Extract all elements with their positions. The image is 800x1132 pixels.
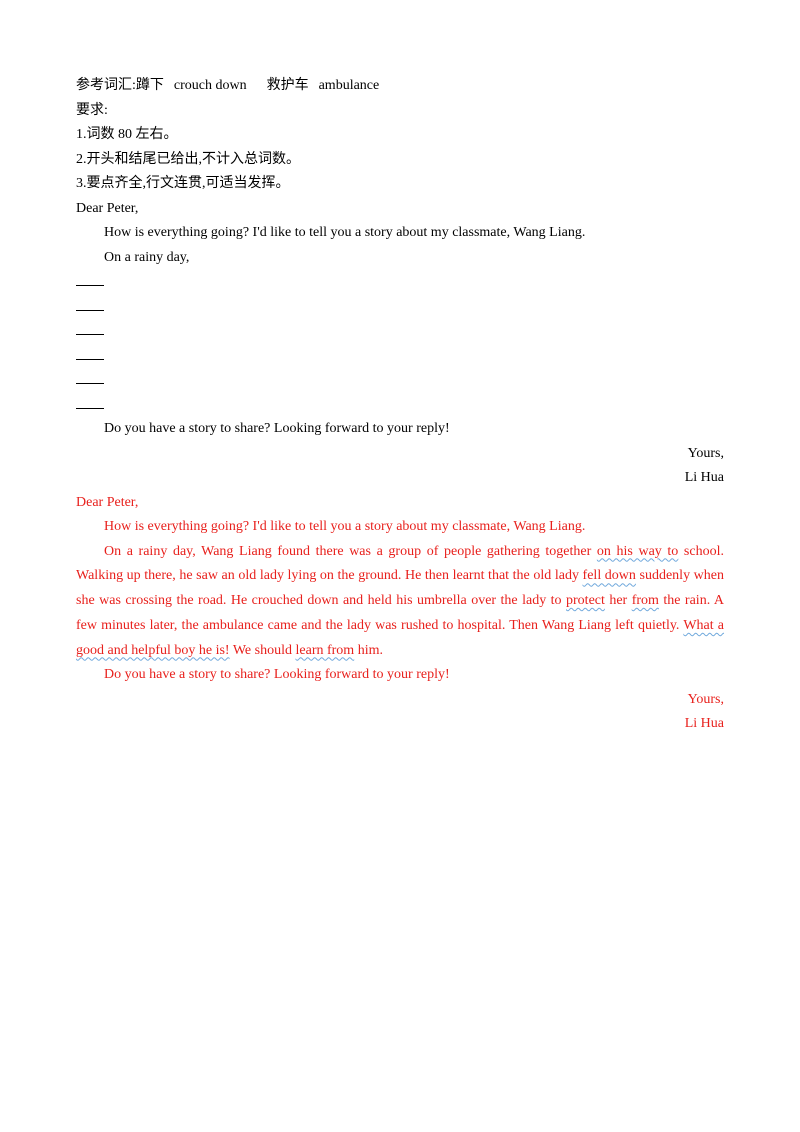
- vocab-en-2: ambulance: [318, 78, 380, 93]
- writing-blank-line[interactable]: [76, 393, 724, 418]
- document-page: 参考词汇:蹲下 crouch down 救护车 ambulance 要求: 1.词数 …: [76, 74, 724, 737]
- answer-segment: her: [604, 593, 632, 609]
- answer-segment: him.: [354, 642, 383, 658]
- writing-blank-line[interactable]: [76, 368, 724, 393]
- letter-signature: Li Hua: [684, 470, 724, 485]
- answer-salutation: Dear Peter,: [76, 494, 139, 510]
- answer-phrase-highlight: protect: [566, 593, 605, 609]
- answer-closing: Do you have a story to share? Looking fo…: [104, 667, 450, 683]
- answer-phrase-highlight: on his way to: [596, 543, 679, 559]
- writing-blank-line[interactable]: [76, 319, 724, 344]
- writing-blank-line[interactable]: [76, 270, 724, 295]
- letter-closing: Do you have a story to share? Looking fo…: [104, 421, 450, 436]
- answer-segment: school. Walking up there, he saw an old …: [76, 543, 724, 584]
- reference-vocabulary: 参考词汇:蹲下 crouch down 救护车 ambulance: [76, 74, 724, 99]
- answer-signature: Li Hua: [684, 716, 724, 732]
- answer-phrase-highlight: What a good and helpful boy he is!: [76, 617, 725, 658]
- answer-phrase-highlight: learn from: [295, 642, 355, 658]
- requirements-label: 要求:: [76, 102, 108, 118]
- letter-signoff: Yours,: [687, 445, 724, 461]
- requirement-item: 3.要点齐全,行文连贯,可适当发挥。: [76, 176, 290, 191]
- answer-body: On a rainy day, Wang Liang found there w…: [76, 540, 724, 664]
- answer-opening: How is everything going? I'd like to tel…: [104, 519, 586, 534]
- letter-start-sentence: On a rainy day,: [104, 249, 190, 265]
- requirement-item: 1.词数 80 左右。: [76, 127, 178, 142]
- answer-segment: the rain. A few minutes later, the ambul…: [76, 593, 724, 633]
- answer-segment: suddenly when she was crossing the road.…: [76, 568, 724, 609]
- letter-opening: How is everything going? I'd like to tel…: [104, 225, 586, 240]
- vocab-en-1: crouch down: [173, 78, 247, 93]
- model-answer: Dear Peter, How is everything going? I'd…: [76, 491, 724, 737]
- ref-vocab-label: 参考词汇:: [76, 78, 136, 93]
- vocab-zh-2: 救护车: [266, 78, 309, 93]
- writing-blank-line[interactable]: [76, 344, 724, 369]
- answer-phrase-highlight: fell down: [582, 568, 636, 584]
- letter-salutation: Dear Peter,: [76, 200, 139, 216]
- answer-phrase-highlight: from: [631, 593, 659, 609]
- answer-signoff: Yours,: [687, 691, 724, 707]
- requirement-item: 2.开头和结尾已给出,不计入总词数。: [76, 151, 300, 167]
- answer-segment: On a rainy day, Wang Liang found there w…: [104, 543, 597, 559]
- answer-segment: We should: [229, 642, 296, 658]
- writing-blank-line[interactable]: [76, 295, 724, 320]
- vocab-zh-1: 蹲下: [135, 78, 164, 93]
